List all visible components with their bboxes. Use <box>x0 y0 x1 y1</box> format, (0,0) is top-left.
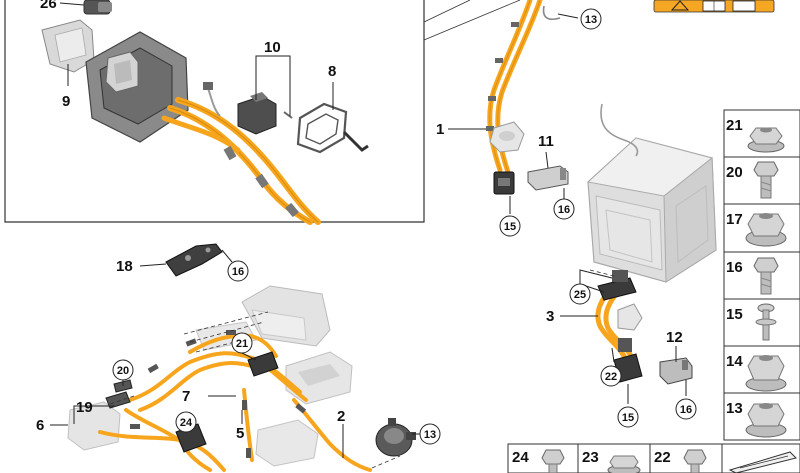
svg-text:16: 16 <box>232 266 244 278</box>
callout-5: 5 <box>236 425 244 442</box>
svg-text:21: 21 <box>236 338 248 350</box>
nut-23-icon <box>607 455 641 473</box>
callout-3: 3 <box>546 308 554 325</box>
table-label-15: 15 <box>726 306 743 323</box>
bolt-22-icon <box>683 449 707 473</box>
nut-13-icon <box>745 403 787 438</box>
svg-text:15: 15 <box>622 412 634 424</box>
circle-13-top: 13 <box>580 8 602 30</box>
callout-labels: 26 9 10 8 1 11 3 12 18 7 19 6 5 2 <box>36 0 683 442</box>
callout-10: 10 <box>264 39 281 56</box>
callout-9: 9 <box>62 93 70 110</box>
circle-16-bottom: 16 <box>675 398 697 420</box>
svg-text:13: 13 <box>424 429 436 441</box>
leader-lines <box>59 2 687 458</box>
circle-15-bottom: 15 <box>617 406 639 428</box>
svg-text:16: 16 <box>680 404 692 416</box>
wire-plug <box>203 82 213 90</box>
bracket-11-part <box>527 165 569 191</box>
grommet-upper <box>489 121 525 153</box>
parts-table-bottom: 24 23 22 <box>507 443 800 473</box>
svg-text:25: 25 <box>574 289 586 301</box>
bracket-18-part <box>165 243 223 277</box>
table-label-16: 16 <box>726 259 743 276</box>
table-label-14: 14 <box>726 353 743 370</box>
svg-text:20: 20 <box>117 365 129 377</box>
svg-text:13: 13 <box>585 14 597 26</box>
circle-15-top: 15 <box>499 215 521 237</box>
screw-15-icon <box>755 303 777 341</box>
cable-3-connector-top <box>597 270 637 301</box>
circle-24: 24 <box>175 411 197 433</box>
table-label-22: 22 <box>654 449 671 466</box>
lower-module <box>285 351 353 405</box>
warning-book-icon <box>653 0 775 13</box>
table-label-20: 20 <box>726 164 743 181</box>
table-label-13: 13 <box>726 400 743 417</box>
circle-25: 25 <box>569 283 591 305</box>
socket-cover-part <box>41 19 95 73</box>
callout-12: 12 <box>666 329 683 346</box>
circle-16-left: 16 <box>227 260 249 282</box>
callout-2: 2 <box>337 408 345 425</box>
svg-text:15: 15 <box>504 221 516 233</box>
table-label-21: 21 <box>726 117 743 134</box>
signal-wire-top <box>542 5 561 21</box>
cable-clips-detail <box>223 145 299 218</box>
harness-connector-21 <box>247 351 279 377</box>
callout-1: 1 <box>436 121 444 138</box>
table-label-24: 24 <box>512 449 529 466</box>
detail-leader-bottom <box>423 0 521 41</box>
circle-20: 20 <box>112 359 134 381</box>
detail-leader-top <box>423 0 471 23</box>
lower-left-unit <box>67 401 319 467</box>
grommet-part <box>83 0 112 15</box>
callout-8: 8 <box>328 63 336 80</box>
detail-frame <box>4 0 425 223</box>
callout-18: 18 <box>116 258 133 275</box>
nut-21-icon <box>747 127 785 153</box>
circled-callouts: 13 15 16 16 25 22 15 16 21 20 24 13 <box>112 8 697 445</box>
circle-22: 22 <box>600 365 622 387</box>
nut-14-icon <box>745 355 787 392</box>
circle-21: 21 <box>231 332 253 354</box>
dashed-guides <box>109 269 615 469</box>
charging-socket-housing <box>85 31 189 143</box>
bracket-12-part <box>659 357 693 385</box>
tool-icon <box>728 451 797 473</box>
cable-1-clips <box>486 22 519 131</box>
charging-electronics-unit <box>586 137 717 283</box>
lock-actuator-part <box>237 92 293 135</box>
svg-text:16: 16 <box>558 204 570 216</box>
grommet-mid <box>617 303 643 331</box>
mounting-bracket-part <box>296 102 369 154</box>
callout-7: 7 <box>182 388 190 405</box>
bolt-24-icon <box>541 449 565 473</box>
unit-signal-wire <box>600 103 639 157</box>
bolt-20-icon <box>753 161 779 199</box>
parts-table: 21 20 17 16 15 14 13 <box>723 109 800 441</box>
harness-clips <box>130 330 307 458</box>
bolt-16-icon <box>753 257 779 295</box>
svg-text:24: 24 <box>180 417 193 429</box>
signal-wire <box>207 87 221 117</box>
pump-13-part <box>375 418 416 457</box>
circle-16-top: 16 <box>553 198 575 220</box>
svg-text:22: 22 <box>605 371 617 383</box>
table-label-23: 23 <box>582 449 599 466</box>
cable-1-connector <box>493 171 515 195</box>
callout-6: 6 <box>36 417 44 434</box>
bracket-19-part <box>105 391 131 409</box>
callout-19: 19 <box>76 399 93 416</box>
circle-13-bottom: 13 <box>419 423 441 445</box>
callout-11: 11 <box>538 133 554 150</box>
table-label-17: 17 <box>726 211 743 228</box>
callout-26: 26 <box>40 0 57 12</box>
nut-17-icon <box>745 213 787 247</box>
